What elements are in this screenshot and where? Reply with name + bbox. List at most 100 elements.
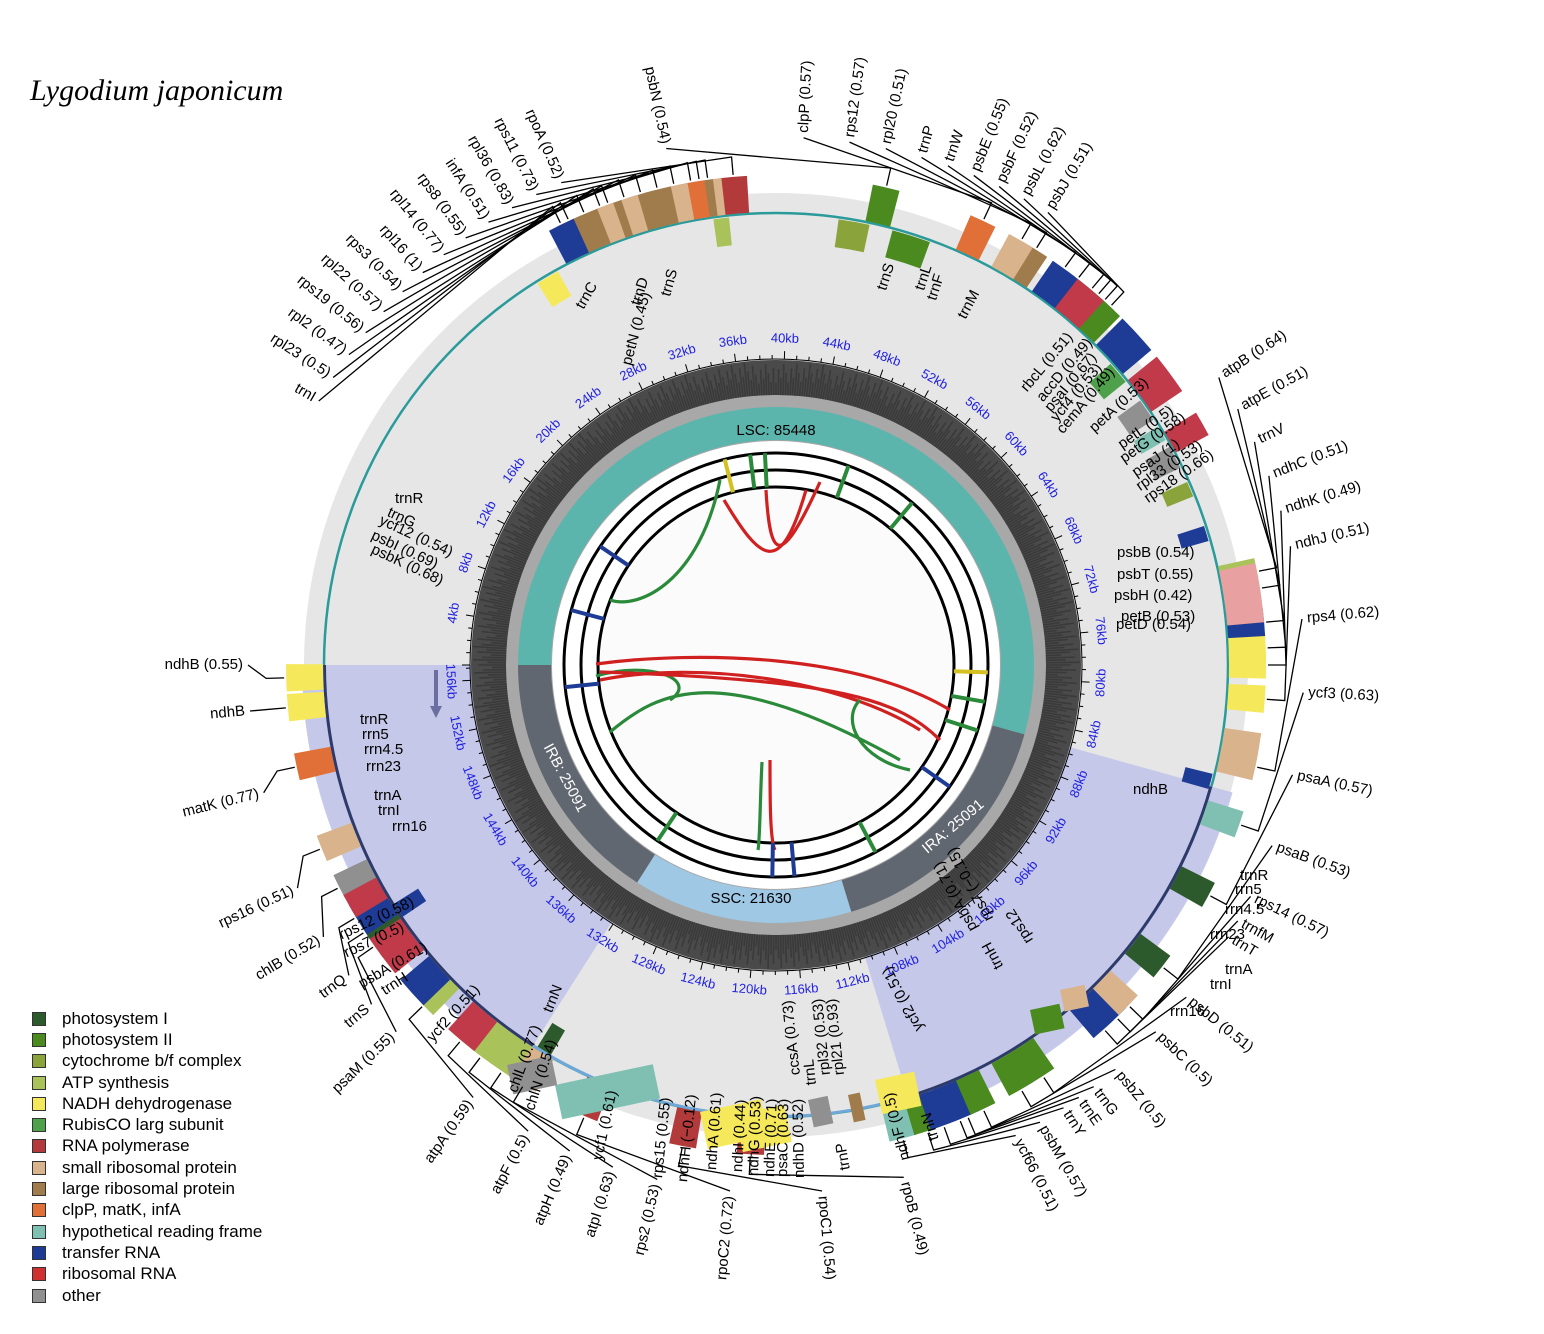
- legend-swatch: [32, 1011, 46, 1026]
- legend-item: photosystem II: [32, 1029, 262, 1050]
- ring-center: [600, 489, 952, 841]
- label-leader: [296, 848, 321, 889]
- gene-label: psaM (0.55): [329, 1029, 398, 1097]
- gene-block: [735, 1104, 792, 1153]
- label-leader: [677, 1147, 823, 1192]
- kb-tick-label: 4kb: [444, 601, 462, 624]
- label-leader: [512, 1086, 658, 1181]
- legend-item: NADH dehydrogenase: [32, 1093, 262, 1114]
- label-leader: [318, 205, 561, 402]
- gene-block: [1145, 446, 1181, 481]
- gene-block: [448, 1001, 498, 1052]
- label-leader: [443, 169, 658, 256]
- gene-label: ndhC (0.51): [1270, 437, 1350, 481]
- gene-label: ndhD (0.52): [790, 1099, 808, 1179]
- gene-label: psbC (0.5): [1154, 1029, 1216, 1090]
- gene-block: [1177, 525, 1209, 549]
- label-leader: [332, 201, 569, 378]
- label-leader: [1240, 692, 1304, 832]
- label-leader: [973, 174, 1105, 289]
- gene-label: trnS: [657, 267, 681, 298]
- gene-block: [1161, 481, 1194, 507]
- gene-label: trnP: [914, 124, 938, 155]
- gene-label: atpE (0.51): [1238, 363, 1311, 414]
- legend-label: ribosomal RNA: [62, 1264, 177, 1284]
- legend-item: hypothetical reading frame: [32, 1221, 262, 1242]
- label-leader: [488, 161, 692, 223]
- label-leader: [402, 179, 625, 293]
- gene-block: [294, 746, 336, 781]
- ring-mark: [888, 501, 914, 530]
- legend-swatch: [32, 1096, 46, 1111]
- gene-block: [865, 184, 900, 227]
- ring-mark: [722, 458, 735, 493]
- label-leader: [849, 141, 1032, 240]
- ring-mark: [570, 608, 605, 621]
- legend-swatch: [32, 1054, 46, 1069]
- ring-mark: [770, 842, 775, 878]
- link-curve: [608, 691, 901, 762]
- gene-label: atpA (0.59): [421, 1096, 477, 1166]
- gene-label: atpF (0.5): [487, 1131, 533, 1196]
- gene-label: trnR: [360, 711, 389, 728]
- gene-label: rrn4.5: [364, 741, 403, 758]
- gene-block: [1164, 412, 1209, 453]
- label-leader: [1237, 408, 1281, 589]
- label-leader: [902, 1134, 1016, 1159]
- legend-swatch: [32, 1245, 46, 1260]
- ring-mark: [950, 693, 986, 704]
- gene-block: [885, 230, 930, 269]
- gene-label: trnQ: [316, 971, 350, 1002]
- label-leader: [575, 1117, 731, 1192]
- gene-label: psaA (0.57): [1296, 767, 1375, 800]
- legend-label: photosystem II: [62, 1029, 173, 1049]
- legend-swatch: [32, 1075, 46, 1090]
- region-label-ssc: SSC: 21630: [711, 890, 792, 907]
- label-leader: [927, 1121, 1041, 1151]
- gene-label: ycf3 (0.63): [1308, 684, 1380, 705]
- gene-block: [1089, 363, 1126, 400]
- region-ssc: [637, 854, 852, 923]
- kb-tick-label: 84kb: [1083, 719, 1104, 750]
- legend-item: large ribosomal protein: [32, 1178, 262, 1199]
- gene-block: [537, 1022, 565, 1055]
- legend-label: ATP synthesis: [62, 1072, 170, 1092]
- gene-block: [1096, 318, 1152, 374]
- gene-label: trnW: [941, 127, 968, 163]
- species-title: Lygodium japonicum: [30, 74, 284, 107]
- legend-item: small ribosomal protein: [32, 1157, 262, 1178]
- label-leader: [983, 1068, 1116, 1129]
- label-leader: [489, 1072, 614, 1168]
- gene-label: rrn23: [1210, 926, 1245, 943]
- gene-block: [808, 1095, 834, 1128]
- legend-label: clpP, matK, infA: [62, 1200, 181, 1220]
- kb-tick-label: 120kb: [731, 980, 768, 998]
- label-leader: [959, 1096, 1080, 1139]
- gene-label: ndhB: [209, 702, 245, 722]
- legend-swatch: [32, 1224, 46, 1239]
- gene-label: trnI: [292, 380, 319, 406]
- legend-label: RNA polymerase: [62, 1136, 190, 1156]
- gene-label: rpl20 (0.51): [878, 67, 911, 146]
- gene-block: [875, 1071, 922, 1115]
- gene-label: rpoC1 (0.54): [815, 1195, 839, 1280]
- ring-mark: [835, 465, 851, 499]
- gene-label: matK (0.77): [181, 785, 261, 820]
- gene-label: trnS: [341, 1001, 373, 1032]
- link-curve: [850, 698, 911, 772]
- gene-label: atpH (0.49): [530, 1152, 575, 1228]
- kb-tick-label: 116kb: [783, 980, 819, 998]
- gene-label: rps12 (0.57): [841, 56, 869, 138]
- legend-label: transfer RNA: [62, 1242, 161, 1262]
- link-curve: [722, 489, 808, 553]
- gene-label: trnL: [800, 1058, 820, 1085]
- gene-block: [1005, 242, 1048, 288]
- ring-mark: [564, 681, 600, 690]
- ring-mark: [599, 544, 630, 568]
- region-ira: [841, 725, 1025, 912]
- label-leader: [921, 156, 1077, 268]
- gene-label: trnR: [395, 490, 424, 507]
- legend-item: photosystem I: [32, 1008, 262, 1029]
- legend-swatch: [32, 1139, 46, 1154]
- legend-swatch: [32, 1288, 46, 1303]
